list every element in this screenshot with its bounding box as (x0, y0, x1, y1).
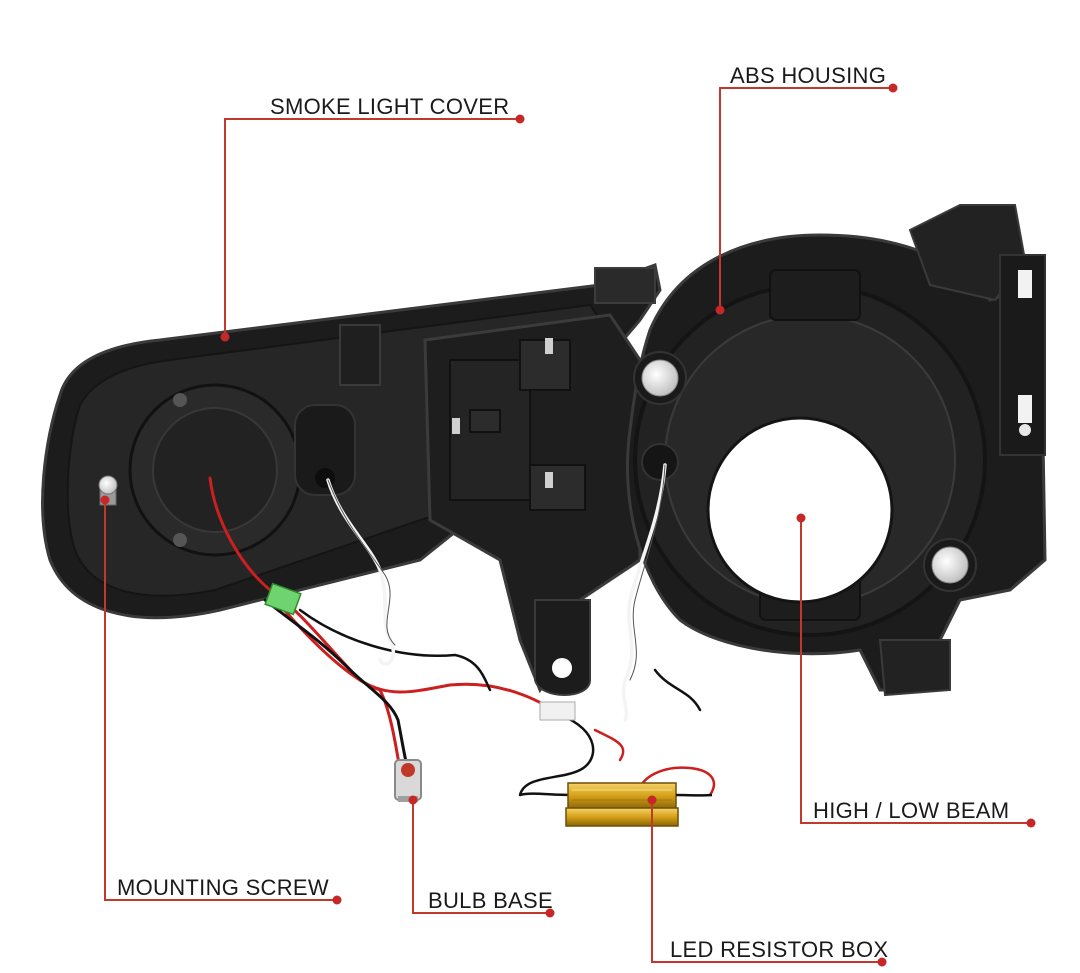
callout-line-bulb-base (412, 800, 550, 914)
bulb-base-icon (394, 759, 422, 802)
green-connector (264, 582, 302, 616)
callout-dots (100, 83, 1036, 967)
label-mounting-screw: MOUNTING SCREW (117, 875, 329, 900)
callout-line-mounting-screw (104, 500, 337, 901)
label-abs-housing: ABS HOUSING (730, 63, 887, 88)
headlight-assembly-icon (41, 204, 1047, 697)
label-smoke-light-cover: SMOKE LIGHT COVER (270, 94, 510, 119)
led-resistor-box-icon (519, 782, 713, 827)
callout-line-high-low-beam (800, 518, 1031, 824)
label-bulb-base: BULB BASE (428, 888, 553, 913)
label-high-low-beam: HIGH / LOW BEAM (813, 798, 1010, 823)
callout-line-smoke-light-cover (224, 118, 520, 337)
callout-lines (104, 87, 1031, 963)
label-led-resistor-box: LED RESISTOR BOX (670, 937, 889, 962)
callout-line-led-resistor-box (651, 800, 882, 963)
wiring-harness (208, 463, 716, 797)
callout-line-abs-housing (719, 87, 893, 310)
